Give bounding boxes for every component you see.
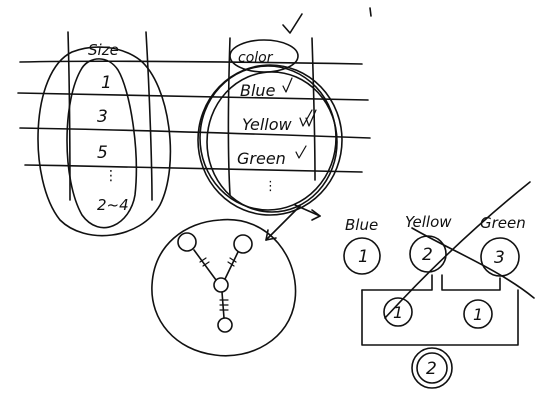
green-checkmark: [295, 145, 307, 159]
color-ellipsis: ⋮: [264, 179, 277, 194]
color-value-yellow: Yellow: [242, 115, 293, 134]
bracket-bottom: [361, 289, 519, 346]
result-circle-outer: [411, 347, 453, 389]
cross-line-down: [411, 227, 535, 299]
bracket-right-top: [441, 274, 501, 291]
color-oval-3: [206, 71, 338, 213]
blue-checkmark: [282, 77, 293, 93]
tree-hash-bottom: [219, 299, 229, 311]
table-rule-4: [24, 164, 363, 173]
size-value-3: 5: [97, 143, 108, 163]
tree-node-center: [213, 277, 229, 293]
arrow-to-categories: [294, 204, 321, 217]
color-value-blue: Blue: [240, 81, 276, 100]
size-ellipsis: ⋮: [104, 168, 118, 184]
size-col-left-line: [67, 31, 71, 201]
color-oval-2: [199, 65, 337, 211]
table-rule-3: [19, 127, 371, 139]
color-oval-1: [197, 64, 343, 216]
count-circle-blue: [343, 237, 381, 275]
tree-node-left: [177, 232, 197, 252]
bracket-left-top: [361, 274, 433, 291]
color-value-green: Green: [237, 149, 286, 168]
merge-left-value: 1: [393, 303, 403, 322]
size-outer-oval: [37, 46, 172, 237]
merge-circle-right: [463, 299, 493, 329]
size-col-right-line: [145, 31, 153, 201]
tree-edge-right: [224, 251, 239, 280]
merge-right-value: 1: [473, 305, 483, 324]
cross-line-up: [384, 181, 531, 319]
size-value-2: 3: [97, 107, 108, 127]
count-green: 3: [494, 248, 505, 268]
color-header: color: [238, 50, 274, 66]
color-col-right-line: [311, 37, 316, 181]
result-circle-inner: [416, 352, 448, 384]
tree-hash-right: [227, 257, 237, 267]
arrow-to-categories-head: [311, 209, 321, 221]
size-value-range: 2~4: [97, 196, 129, 214]
category-label-blue: Blue: [345, 216, 378, 234]
tree-node-bottom: [217, 317, 233, 333]
category-label-yellow: Yellow: [405, 213, 452, 231]
yellow-checkmark: [299, 109, 313, 127]
count-blue: 1: [358, 247, 369, 267]
merge-circle-left: [383, 297, 413, 327]
arrow-to-tree: [265, 205, 301, 241]
size-value-1: 1: [101, 73, 112, 93]
size-header: Size: [88, 41, 119, 59]
top-checkmark: [282, 13, 303, 34]
tree-hash-left: [199, 257, 210, 267]
count-circle-green: [480, 237, 520, 277]
size-inner-oval: [66, 58, 138, 229]
yellow-checkmark-2: [305, 109, 317, 127]
tree-node-right: [233, 234, 253, 254]
count-yellow: 2: [422, 245, 433, 265]
tree-outer-circle: [151, 218, 297, 357]
category-label-green: Green: [480, 214, 526, 232]
result-value: 2: [426, 359, 437, 379]
top-tick-mark: [369, 7, 372, 17]
table-rule-1: [19, 60, 363, 65]
color-col-left-line: [227, 37, 231, 196]
